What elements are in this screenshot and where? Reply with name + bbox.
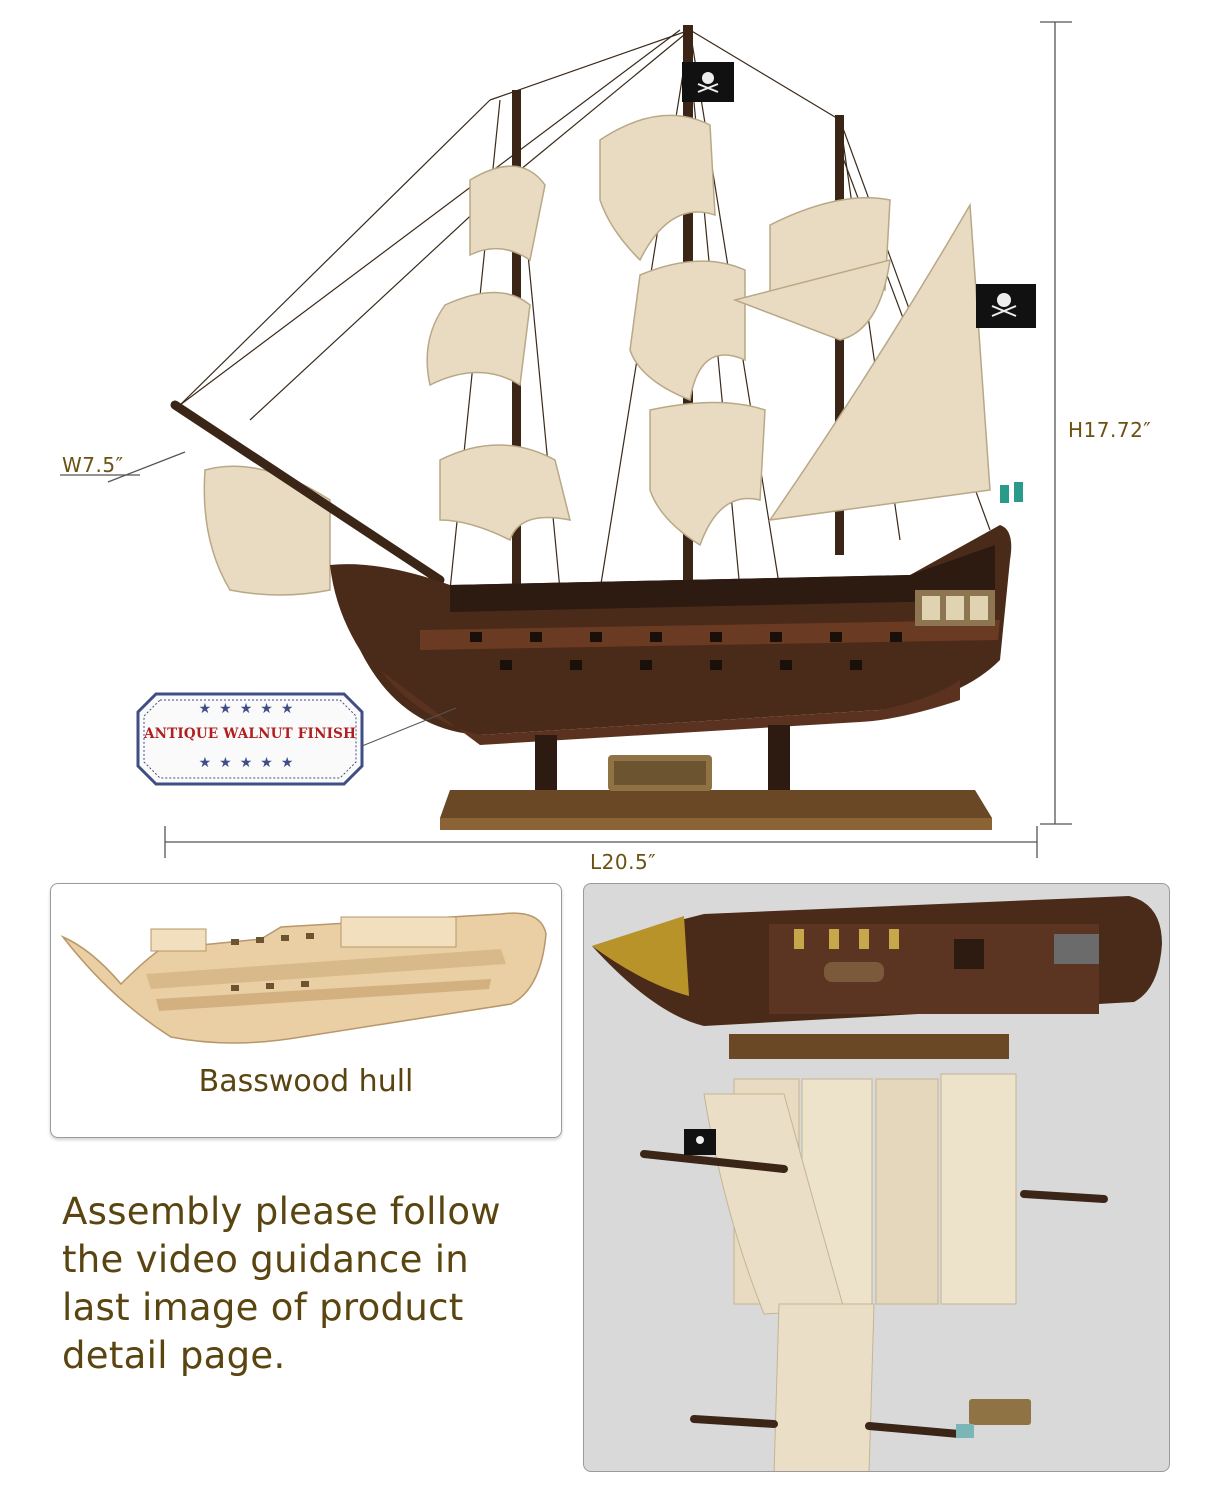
hull-caption: Basswood hull (198, 1064, 414, 1099)
disassembled-parts-illustration (592, 896, 1162, 1471)
assembly-note-line: detail page. (62, 1334, 286, 1377)
badge-frame (136, 692, 364, 786)
dimension-lines (60, 21, 1072, 858)
badge-stars-bottom: ★★★★★ (198, 754, 302, 770)
finish-badge: ★★★★★ ANTIQUE WALNUT FINISH ★★★★★ (134, 690, 366, 788)
ship-hull (330, 482, 1023, 745)
assembly-note: Assembly please follow the video guidanc… (62, 1188, 562, 1380)
disassembled-parts-panel (583, 883, 1170, 1472)
ship-model-illustration (60, 21, 1072, 858)
assembly-note-line: Assembly please follow (62, 1190, 501, 1233)
sails (203, 114, 991, 596)
length-dimension-label: L20.5″ (590, 850, 657, 874)
badge-pointer-line (361, 707, 457, 747)
display-stand (440, 725, 992, 830)
basswood-hull-illustration (60, 912, 547, 1044)
badge-label: ANTIQUE WALNUT FINISH (143, 726, 357, 742)
assembly-note-line: the video guidance in (62, 1238, 470, 1281)
pirate-flags (682, 62, 1036, 328)
width-dimension-label: W7.5″ (62, 453, 124, 477)
assembly-note-line: last image of product (62, 1286, 464, 1329)
height-dimension-label: H17.72″ (1068, 418, 1152, 442)
badge-stars-top: ★★★★★ (198, 700, 302, 716)
bowsprit (170, 400, 445, 585)
basswood-hull-panel: Basswood hull (50, 883, 562, 1138)
